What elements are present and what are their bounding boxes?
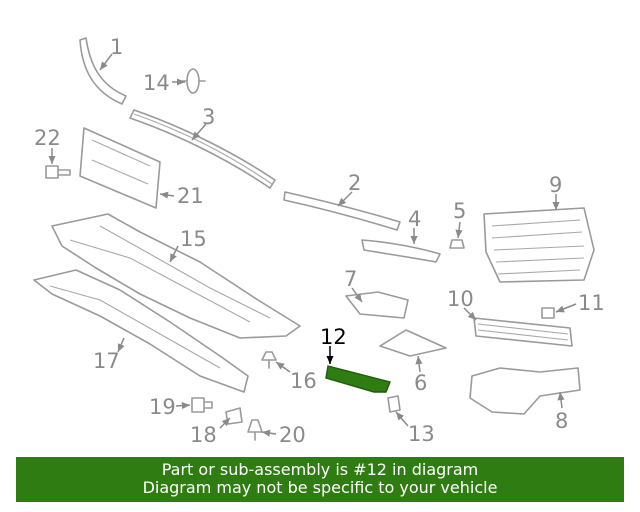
callout-19: 19 [149,395,176,419]
part-16-push-clip [261,351,277,369]
part-15-under-cover [51,213,301,339]
part-11-screw [541,307,555,319]
info-banner: Part or sub-assembly is #12 in diagram D… [16,457,624,502]
callout-12: 12 [320,325,347,349]
part-7-bracket [345,291,409,319]
callout-2: 2 [348,171,361,195]
part-8-deflector [469,367,581,415]
parts-diagram: 1 2 3 4 5 6 7 8 9 10 11 12 13 14 15 16 1… [33,35,605,447]
part-22-bolt [45,165,71,179]
part-3-trim-strip [129,109,276,189]
part-17-lower-cover [33,269,249,393]
part-19-bolt [191,397,213,413]
part-21-plate-bracket [79,127,161,209]
callout-17: 17 [93,349,120,373]
part-20-pin [247,419,263,441]
part-6-bracket [379,329,447,357]
callout-14: 14 [143,71,170,95]
leader-lines [48,53,577,437]
callout-22: 22 [34,126,61,150]
callout-11: 11 [578,291,605,315]
callout-1: 1 [110,35,123,59]
callout-4: 4 [408,207,421,231]
part-12-support-highlighted [325,365,391,393]
part-2-trim-strip [283,191,401,231]
banner-line-1: Part or sub-assembly is #12 in diagram [161,460,479,479]
callout-10: 10 [447,287,474,311]
part-13-bolt [387,395,401,413]
part-5-clip [449,239,465,249]
callout-3: 3 [202,105,215,129]
callout-6: 6 [414,371,427,395]
callout-5: 5 [453,199,466,223]
callout-7: 7 [344,267,357,291]
callout-15: 15 [180,227,207,251]
callout-18: 18 [190,423,217,447]
part-1-molding [79,37,127,105]
part-10-lower-grille [473,317,573,347]
callout-16: 16 [290,369,317,393]
callout-8: 8 [555,409,568,433]
banner-line-2: Diagram may not be specific to your vehi… [142,478,498,497]
part-14-clip [181,68,206,94]
callout-9: 9 [549,173,562,197]
callout-21: 21 [177,184,204,208]
part-9-grille [483,207,595,283]
callout-13: 13 [408,422,435,446]
part-4-side-trim [361,239,441,263]
callout-20: 20 [279,423,306,447]
part-18-nut [225,407,243,425]
